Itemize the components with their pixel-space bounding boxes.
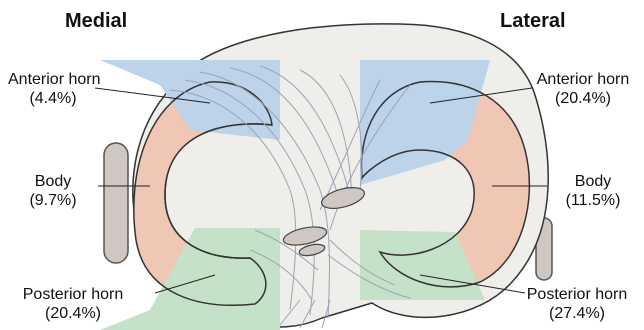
medial-posterior-horn-value: (20.4%) — [8, 304, 138, 323]
lateral-heading: Lateral — [500, 10, 566, 33]
lateral-anterior-horn-label: Anterior horn (20.4%) — [530, 70, 636, 108]
lateral-posterior-horn-label: Posterior horn (27.4%) — [514, 285, 640, 323]
lateral-posterior-horn-value: (27.4%) — [514, 304, 640, 323]
lateral-body-name: Body — [550, 172, 636, 191]
medial-body-value: (9.7%) — [8, 191, 98, 210]
lateral-anterior-horn-name: Anterior horn — [530, 70, 636, 89]
medial-posterior-horn-label: Posterior horn (20.4%) — [8, 285, 138, 323]
lateral-body-label: Body (11.5%) — [550, 172, 636, 210]
medial-anterior-horn-label: Anterior horn (4.4%) — [8, 70, 98, 108]
lateral-body-value: (11.5%) — [550, 191, 636, 210]
medial-bone-stub — [104, 143, 128, 263]
medial-body-name: Body — [8, 172, 98, 191]
medial-anterior-horn-name: Anterior horn — [8, 70, 98, 89]
medial-heading: Medial — [65, 10, 127, 33]
lateral-anterior-horn-value: (20.4%) — [530, 89, 636, 108]
medial-anterior-horn-value: (4.4%) — [8, 89, 98, 108]
medial-posterior-horn-name: Posterior horn — [8, 285, 138, 304]
medial-body-label: Body (9.7%) — [8, 172, 98, 210]
lateral-posterior-horn-name: Posterior horn — [514, 285, 640, 304]
